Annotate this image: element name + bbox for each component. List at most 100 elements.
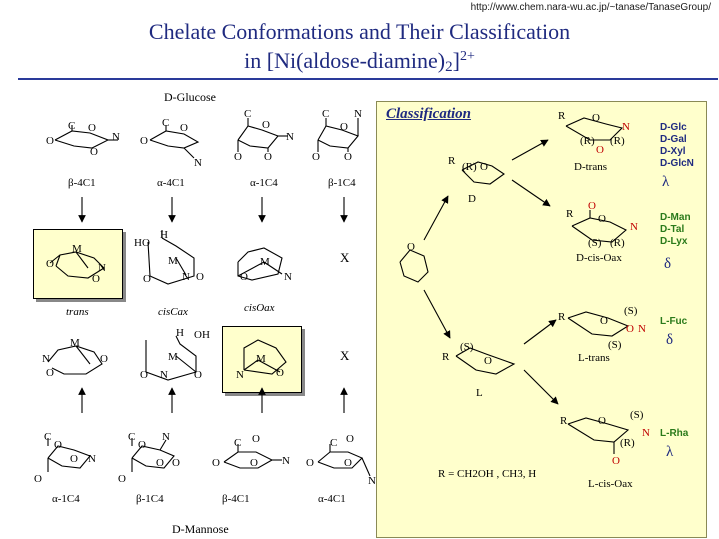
- atom-n: N: [630, 221, 638, 233]
- atom-c: C: [162, 117, 169, 129]
- l-trans-label: L-trans: [578, 352, 610, 364]
- sugar-name: L-Fuc: [660, 316, 688, 327]
- atom-r: R: [442, 351, 450, 363]
- atom-n: N: [286, 131, 294, 143]
- ho-label: HO: [134, 237, 150, 249]
- sugar-name: D-Lyx: [660, 236, 688, 247]
- atom-n: N: [162, 431, 170, 443]
- atom-o: O: [480, 161, 488, 173]
- atom-n: N: [354, 108, 362, 120]
- atom-n: N: [182, 271, 190, 283]
- sugar-name: D-Gal: [660, 134, 687, 145]
- conformation-label: β-1C4: [328, 177, 356, 189]
- atom-o: O: [306, 457, 314, 469]
- sugar-name: D-Glc: [660, 122, 687, 133]
- atom-n: N: [622, 121, 630, 133]
- r-formula: R = CH2OH , CH3, H: [438, 468, 537, 480]
- atom-r: R: [558, 311, 566, 323]
- metal-m: M: [70, 337, 80, 349]
- metal-m: M: [256, 353, 266, 365]
- metal-m: M: [72, 243, 82, 255]
- atom-o: O: [88, 122, 96, 134]
- conformation-label: α-1C4: [250, 177, 278, 189]
- atom-c: C: [322, 108, 329, 120]
- atom-o: O: [252, 433, 260, 445]
- sugar-list-d-cis: D-Man D-Tal D-Lyx: [660, 212, 691, 248]
- atom-s-config: (S): [630, 409, 644, 421]
- atom-r-config: (R): [610, 237, 625, 249]
- atom-c: C: [244, 108, 251, 120]
- mannose-structure-1: [47, 438, 91, 472]
- atom-o: O: [598, 213, 606, 225]
- ciscax-label: cisCax: [158, 306, 188, 318]
- title-sup: 2+: [459, 49, 475, 64]
- atom-o: O: [212, 457, 220, 469]
- l-cis-chair: [567, 417, 630, 454]
- atom-o: O: [54, 439, 62, 451]
- atom-o: O: [592, 112, 600, 124]
- title-rule: [18, 78, 718, 80]
- atom-n: N: [98, 262, 106, 274]
- trans-chelate-box: [33, 229, 123, 299]
- atom-o: O: [407, 241, 415, 253]
- atom-o: O: [588, 200, 596, 212]
- atom-o: O: [276, 367, 284, 379]
- title-suffix: ]: [452, 48, 460, 73]
- conformation-label: α-4C1: [318, 493, 346, 505]
- atom-o: O: [172, 457, 180, 469]
- atom-n: N: [194, 157, 202, 169]
- atom-n: N: [160, 369, 168, 381]
- conformation-label: β-4C1: [222, 493, 250, 505]
- delta-symbol: δ: [666, 332, 674, 348]
- l-cis-oax-label: L-cis-Oax: [588, 478, 633, 490]
- atom-o: O: [143, 273, 151, 285]
- classification-panel: [376, 101, 707, 538]
- atom-o: O: [262, 119, 270, 131]
- atom-o: O: [92, 273, 100, 285]
- atom-o: O: [70, 453, 78, 465]
- atom-o: O: [344, 457, 352, 469]
- atom-o: O: [138, 439, 146, 451]
- ciscax-chelate: [147, 230, 195, 285]
- atom-o: O: [100, 353, 108, 365]
- atom-o: O: [196, 271, 204, 283]
- x-mark: X: [340, 250, 350, 265]
- classification-title: Classification: [386, 106, 472, 122]
- glucose-structure-3: [237, 118, 288, 152]
- metal-m: M: [168, 255, 178, 267]
- atom-o: O: [118, 473, 126, 485]
- d-chair: [461, 161, 505, 185]
- trans-chelate: [49, 251, 105, 279]
- d-label: D: [468, 193, 476, 205]
- d-cis-chair: [571, 210, 627, 243]
- atom-r: R: [448, 155, 456, 167]
- atom-n: N: [638, 323, 646, 335]
- atom-n: N: [282, 455, 290, 467]
- atom-r-config: (R): [610, 135, 625, 147]
- metal-m: M: [168, 351, 178, 363]
- atom-r-config: (R): [462, 161, 477, 173]
- atom-r: R: [558, 110, 566, 122]
- l-trans-chair: [567, 311, 630, 337]
- conformation-label: β-4C1: [68, 177, 96, 189]
- sugar-name: L-Rha: [660, 428, 689, 439]
- atom-o: O: [344, 151, 352, 163]
- glucose-label: D-Glucose: [164, 90, 216, 104]
- atom-n: N: [642, 427, 650, 439]
- atom-o: O: [46, 135, 54, 147]
- atom-o: O: [600, 315, 608, 327]
- conformation-label: β-1C4: [136, 493, 164, 505]
- atom-o: O: [234, 151, 242, 163]
- metal-m: M: [260, 256, 270, 268]
- atom-s-config: (S): [608, 339, 622, 351]
- atom-c: C: [330, 437, 337, 449]
- cisoax-chelate-2: [243, 339, 287, 375]
- d-cis-oax-label: D-cis-Oax: [576, 252, 622, 264]
- source-url[interactable]: http://www.chem.nara-wu.ac.jp/~tanase/Ta…: [470, 2, 711, 13]
- h-label: H: [160, 229, 168, 241]
- lambda-symbol: λ: [666, 444, 674, 460]
- sugar-name: D-Man: [660, 212, 691, 223]
- sugar-list-l-trans: L-Fuc: [660, 316, 687, 328]
- atom-o: O: [156, 457, 164, 469]
- atom-o: O: [194, 369, 202, 381]
